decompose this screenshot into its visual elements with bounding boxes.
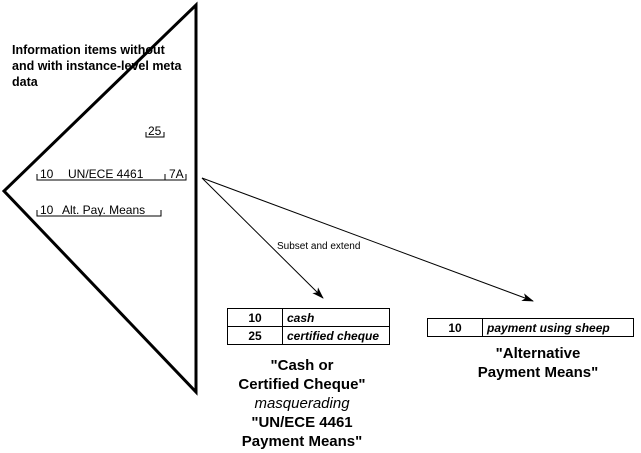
alt-code: 10: [40, 203, 54, 217]
bracket-alt: [36, 210, 162, 217]
cash-caption-line: "UN/ECE 4461: [251, 414, 353, 431]
alt-name: Alt. Pay. Means: [62, 203, 146, 217]
uncefact-code: 10: [40, 167, 54, 181]
arrow-to-cash-table: [201, 177, 324, 299]
cash-caption-line: Certified Cheque": [238, 376, 366, 393]
alt-caption: "Alternative Payment Means": [458, 344, 618, 382]
cash-codes-table: 10 cash 25 certified cheque: [227, 308, 390, 345]
name-cell: cash: [282, 308, 390, 327]
table-row: 10 payment using sheep: [427, 318, 634, 337]
cash-caption: "Cash or Certified Cheque" masquerading …: [222, 356, 382, 451]
arrow-to-alt-table: [201, 177, 534, 302]
alt-codes-table: 10 payment using sheep: [427, 318, 634, 337]
information-items-triangle: [1, 1, 198, 396]
name-cell: payment using sheep: [482, 318, 634, 337]
code-cell: 10: [427, 318, 483, 337]
bracket-uncefact-version: [164, 174, 187, 181]
code-cell: 25: [227, 326, 283, 345]
table-row: 10 cash: [227, 308, 390, 327]
bracket-25: [145, 132, 165, 138]
cash-caption-line: "Cash or: [270, 357, 334, 374]
table-row: 25 certified cheque: [227, 326, 390, 345]
heading-text: Information items without and with insta…: [12, 43, 182, 89]
alt-caption-line: "Alternative: [495, 345, 581, 362]
name-cell: certified cheque: [282, 326, 390, 345]
uncefact-version: 7A: [169, 167, 184, 181]
cash-caption-line: Payment Means": [241, 433, 363, 450]
arrow-label: Subset and extend: [277, 241, 361, 252]
item-25-code: 25: [148, 124, 162, 138]
cash-caption-line: masquerading: [254, 395, 350, 412]
code-cell: 10: [227, 308, 283, 327]
alt-caption-line: Payment Means": [477, 364, 599, 381]
uncefact-name: UN/ECE 4461: [68, 167, 144, 181]
